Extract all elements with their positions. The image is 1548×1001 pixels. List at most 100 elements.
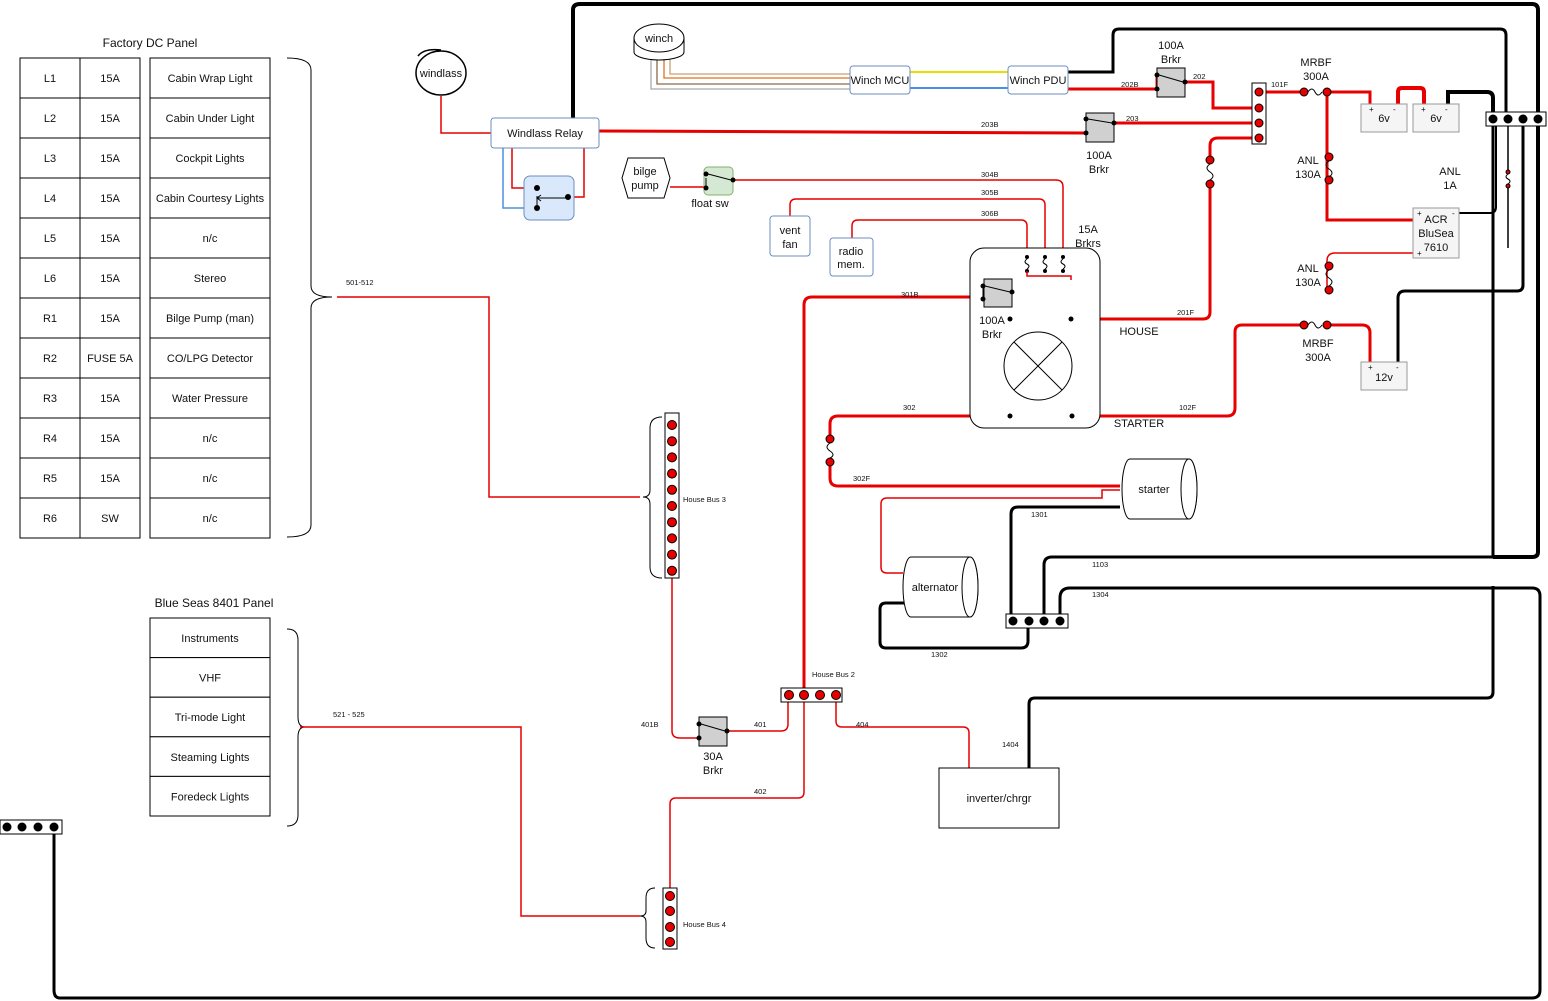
- winch-pdu-label: Winch PDU: [1010, 75, 1067, 87]
- wire-label-1304: 1304: [1092, 590, 1109, 599]
- wire-winch-3: [656, 58, 851, 85]
- bus-terminal: [667, 420, 677, 430]
- wire-304B: [733, 179, 1064, 257]
- components: windlass winch Windlass Relay Winch MCU …: [0, 23, 1547, 950]
- factory-panel-circuit: Stereo: [194, 273, 226, 285]
- blue-seas-panel-circuit: Instruments: [181, 633, 239, 645]
- wire-label-302: 302: [903, 403, 916, 412]
- wire-521-525: [300, 726, 640, 917]
- breaker-100a-202: 100A Brkr: [1154, 40, 1188, 98]
- bus-terminal: [667, 517, 677, 528]
- wire-label-402: 402: [754, 787, 767, 796]
- factory-panel-circuit: Cabin Wrap Light: [168, 73, 253, 85]
- factory-panel-circuit: n/c: [203, 473, 218, 485]
- vent-fan: vent fan: [769, 215, 811, 257]
- wire-label-302F: 302F: [853, 474, 871, 483]
- house-bus-3: House Bus 3: [642, 412, 726, 579]
- radio-mem-line2: mem.: [837, 259, 865, 271]
- house-bus-2: House Bus 2: [780, 670, 855, 703]
- bus-terminal: [667, 501, 677, 511]
- wire-label-1302: 1302: [931, 650, 948, 659]
- wire-label-1404: 1404: [1002, 740, 1019, 749]
- wire-202B: [1068, 75, 1159, 91]
- wire-201F: [1072, 184, 1212, 321]
- svg-text:+: +: [1417, 249, 1422, 258]
- breakers-15a-line1: 15A: [1078, 224, 1098, 236]
- svg-text:-: -: [1452, 209, 1455, 218]
- breaker-100a-301-line2: Brkr: [982, 329, 1003, 341]
- house-bus-4: House Bus 4: [639, 887, 726, 950]
- wire-501-512: [337, 296, 640, 498]
- svg-text:+: +: [1421, 105, 1426, 114]
- breaker-100a-203-line2: Brkr: [1089, 164, 1110, 176]
- factory-panel-circuit: Cabin Courtesy Lights: [156, 193, 265, 205]
- fuse-302: [825, 434, 835, 467]
- wire-1103: [1042, 555, 1493, 621]
- starter-motor: starter: [1121, 458, 1198, 520]
- wire-label-304B: 304B: [981, 170, 999, 179]
- bilge-pump: bilge pump: [621, 157, 704, 199]
- float-switch: float sw: [691, 166, 736, 210]
- mrbf-300a-starter: MRBF 300A: [1299, 320, 1334, 364]
- mrbf-300a-house: MRBF 300A: [1299, 57, 1332, 97]
- anl-house-line1: ANL: [1297, 155, 1318, 167]
- blue-seas-panel-row: Steaming Lights: [149, 736, 271, 777]
- windlass-label: windlass: [419, 68, 463, 80]
- anl-starter-line2: 130A: [1295, 277, 1321, 289]
- battery-6v-2-label: 6v: [1430, 113, 1442, 125]
- wire-305B: [789, 198, 1046, 257]
- factory-panel-circuit: n/c: [203, 433, 218, 445]
- breaker-100a-301: 100A Brkr: [979, 278, 1015, 341]
- factory-panel-rating: 15A: [100, 193, 120, 205]
- wire-306B: [851, 219, 1028, 257]
- svg-text:+: +: [1368, 363, 1373, 372]
- wire-main-negative-top: [571, 2, 1540, 559]
- windlass-relay: Windlass Relay: [490, 117, 600, 221]
- winch-mcu: Winch MCU: [849, 65, 911, 95]
- factory-panel-position: L5: [44, 233, 56, 245]
- blue-seas-panel-circuit: Tri-mode Light: [175, 712, 246, 724]
- house-bus-4-label: House Bus 4: [683, 920, 726, 929]
- wire-label-203: 203: [1126, 114, 1139, 123]
- blue-seas-panel-circuit: Steaming Lights: [171, 752, 250, 764]
- factory-panel-rating: 15A: [100, 233, 120, 245]
- windlass: windlass: [415, 48, 467, 96]
- anl-130a-house: ANL 130A: [1205, 152, 1334, 189]
- bus-terminal: [667, 452, 677, 463]
- svg-text:-: -: [1445, 105, 1448, 114]
- negative-bus-panel: [0, 819, 63, 835]
- bus-terminal: [667, 484, 677, 495]
- factory-panel-position: R5: [43, 473, 57, 485]
- factory-panel-circuit: Cabin Under Light: [166, 113, 255, 125]
- blue-seas-panel-title: Blue Seas 8401 Panel: [155, 596, 274, 610]
- wire-1301: [1009, 505, 1120, 621]
- svg-text:+: +: [1417, 209, 1422, 218]
- breaker-100a-203: 100A Brkr: [1083, 112, 1117, 176]
- alternator: alternator: [902, 556, 979, 618]
- wire-winch-2: [663, 58, 851, 79]
- float-sw-label: float sw: [691, 198, 728, 210]
- wire-401B: [671, 578, 699, 739]
- factory-panel-position: R6: [43, 513, 57, 525]
- wire-anl-acr: [1326, 252, 1413, 290]
- wires: [52, 2, 1542, 1000]
- wire-label-202B: 202B: [1121, 80, 1139, 89]
- wire-acr-negative: [1458, 119, 1497, 214]
- bus-terminal: [667, 549, 677, 560]
- wire-label-301B: 301B: [901, 290, 919, 299]
- radio-mem-line1: radio: [839, 246, 863, 258]
- windlass-relay-label: Windlass Relay: [507, 128, 583, 140]
- blue-seas-panel-circuit: Foredeck Lights: [171, 791, 250, 803]
- factory-panel-rating: 15A: [100, 273, 120, 285]
- wire-102F: [1072, 323, 1304, 418]
- wire-302F: [828, 464, 1120, 488]
- blue-seas-panel-circuit: VHF: [199, 673, 221, 685]
- wire-winch-negative: [1068, 27, 1508, 119]
